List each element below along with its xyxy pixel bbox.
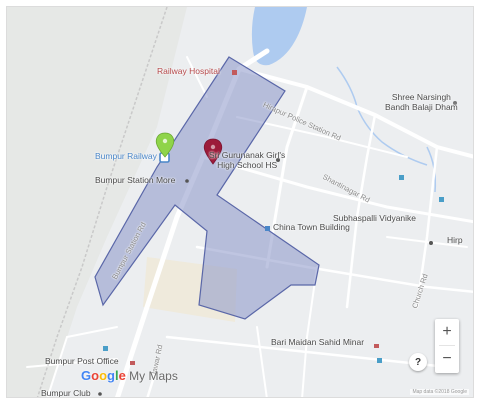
bumpur-post-office-label[interactable]: Bumpur Post Office <box>45 356 119 366</box>
sri-gurunanak-line-1: Sri Gurunanak Girl's <box>209 150 286 160</box>
zoom-separator <box>439 345 455 346</box>
red-pin-icon[interactable] <box>203 138 223 165</box>
zoom-out-button[interactable]: − <box>442 350 452 367</box>
subhaspalli-label[interactable]: Subhaspalli Vidyanike <box>333 213 417 223</box>
bari-maidan-label[interactable]: Bari Maidan Sahid Minar <box>271 337 365 347</box>
logo-letter: o <box>91 368 100 383</box>
logo-letter: g <box>107 368 115 383</box>
bus-poi-icon[interactable] <box>103 346 108 351</box>
help-button[interactable]: ? <box>409 353 427 371</box>
post-office-poi-icon[interactable] <box>130 361 135 365</box>
highlighted-area-polygon[interactable] <box>94 56 320 320</box>
bus-poi-icon[interactable] <box>439 197 444 202</box>
logo-letter: o <box>99 368 108 383</box>
green-pin-icon[interactable] <box>155 132 175 158</box>
hirp-label[interactable]: Hirp <box>447 235 463 245</box>
my-maps-text: My Maps <box>125 369 178 383</box>
monument-poi-icon[interactable] <box>374 344 379 348</box>
sri-gurunanak-label[interactable]: Sri Gurunanak Girl's High School HS <box>209 150 286 171</box>
bumpur-station-more-label[interactable]: Bumpur Station More <box>95 175 176 185</box>
shree-narsingh-label[interactable]: Shree Narsingh Bandh Balaji Dham <box>385 92 458 113</box>
zoom-controls: + − <box>435 319 459 373</box>
bumpur-railway-label[interactable]: Bumpur Railway <box>95 151 157 161</box>
shree-narsingh-line-1: Shree Narsingh <box>391 92 451 102</box>
school-poi-icon[interactable] <box>276 158 280 162</box>
school-poi-icon[interactable] <box>429 241 433 245</box>
station-more-poi-icon[interactable] <box>185 179 189 183</box>
map-canvas[interactable] <box>7 7 474 398</box>
china-town-building-label[interactable]: China Town Building <box>273 222 350 232</box>
hospital-poi-icon[interactable] <box>232 70 237 75</box>
club-poi-icon[interactable] <box>98 392 102 396</box>
railway-hospital-label[interactable]: Railway Hospital <box>157 66 220 76</box>
zoom-in-button[interactable]: + <box>442 323 452 340</box>
sri-gurunanak-line-2: High School HS <box>217 159 278 170</box>
google-my-maps-logo[interactable]: Google My Maps <box>81 368 178 383</box>
shree-narsingh-line-2: Bandh Balaji Dham <box>385 101 458 112</box>
bus-poi-icon[interactable] <box>399 175 404 180</box>
map-view[interactable]: Railway Hospital Shree Narsingh Bandh Ba… <box>6 6 474 398</box>
logo-letter: e <box>118 368 126 383</box>
bus-poi-icon[interactable] <box>377 358 382 363</box>
building-poi-icon[interactable] <box>265 226 270 231</box>
terrain-area <box>7 7 187 397</box>
bumpur-club-label[interactable]: Bumpur Club <box>41 388 91 398</box>
logo-letter: l <box>114 368 119 383</box>
map-attribution[interactable]: Map data ©2018 Google <box>410 389 469 395</box>
logo-letter: G <box>81 368 92 383</box>
railway-line <box>36 7 168 397</box>
temple-poi-icon[interactable] <box>453 101 457 105</box>
